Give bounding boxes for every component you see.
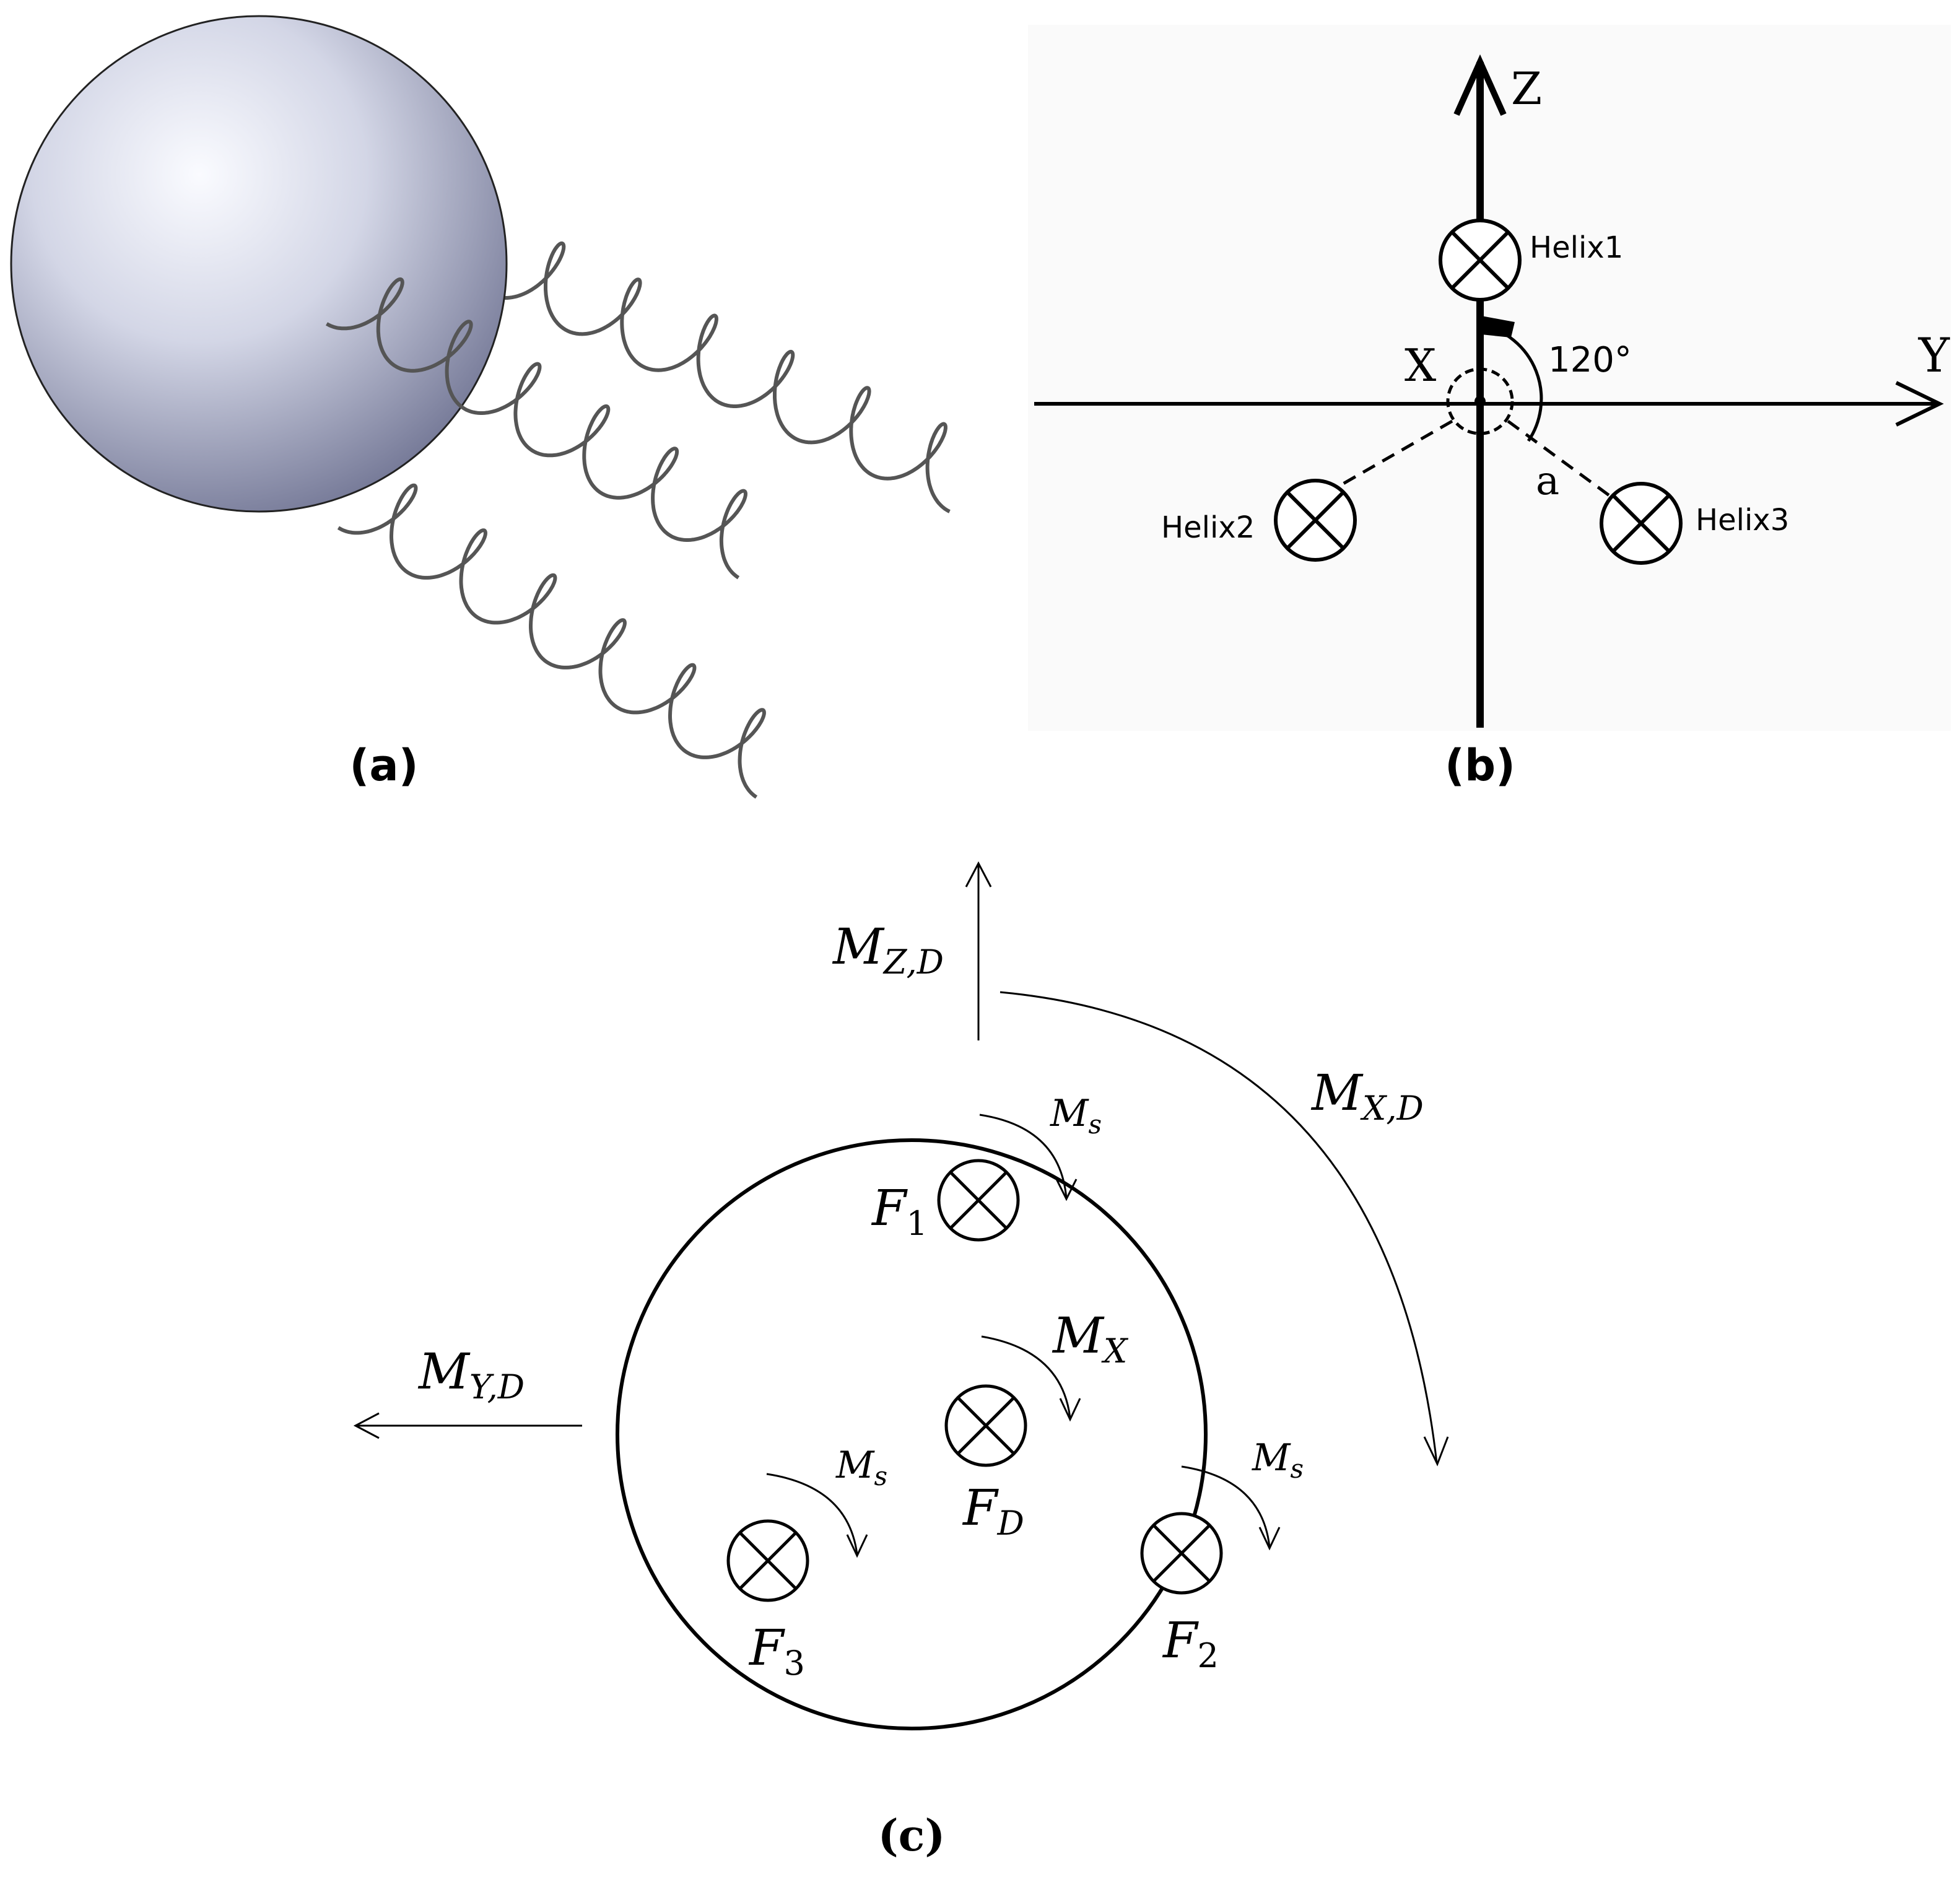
sphere <box>10 15 508 513</box>
ms-label-2: Ms <box>1252 1436 1304 1484</box>
f1-label: F1 <box>871 1179 928 1243</box>
ms-label-1: Ms <box>1050 1092 1102 1140</box>
ms-arrowhead-3 <box>846 1534 868 1558</box>
helix3-label: Helix3 <box>1696 503 1789 538</box>
ms-arrow-3 <box>766 1473 858 1555</box>
ms-label-3-sub: s <box>874 1461 887 1491</box>
helix3-symbol <box>1600 482 1683 565</box>
panel-b: Y Z X 120° a Helix1 Helix2 <box>1028 25 1951 791</box>
angle-arc-arrowhead <box>1481 316 1515 338</box>
caption-a: (a) <box>349 740 418 791</box>
f2-label-sub: 2 <box>1198 1636 1219 1675</box>
helix-middle <box>325 277 747 580</box>
panel-b-background <box>1028 25 1951 731</box>
helix-group-front <box>325 277 766 799</box>
ms-label-1-sub: s <box>1088 1109 1102 1140</box>
caption-c: (c) <box>878 1810 946 1861</box>
f3-symbol <box>726 1519 809 1602</box>
myd-label: MY,D <box>417 1343 525 1406</box>
f1-symbol <box>937 1159 1020 1242</box>
y-axis-label: Y <box>1918 328 1950 383</box>
mx-label: MX <box>1052 1307 1129 1371</box>
myd-arrowhead <box>353 1412 380 1439</box>
ms-arrowhead-2 <box>1258 1527 1281 1551</box>
mx-arrowhead <box>1059 1398 1081 1422</box>
f2-label: F2 <box>1162 1611 1219 1675</box>
mx-label-sub: X <box>1101 1332 1129 1371</box>
y-axis-arrowhead <box>1895 381 1944 427</box>
f3-label: F3 <box>748 1619 805 1683</box>
mzd-arrowhead <box>965 861 992 887</box>
panel-c: MZ,D MX,D MY,D F1 Ms FD MX <box>353 861 1449 1861</box>
helix2-label: Helix2 <box>1161 510 1255 545</box>
mzd-label-sub: Z,D <box>882 943 944 982</box>
helix1-label: Helix1 <box>1530 230 1623 265</box>
mzd-label: MZ,D <box>832 918 944 982</box>
fd-label-sub: D <box>997 1504 1024 1543</box>
caption-b: (b) <box>1445 740 1515 791</box>
fd-symbol <box>944 1384 1027 1467</box>
fd-label: FD <box>962 1479 1024 1543</box>
f1-label-sub: 1 <box>907 1204 928 1243</box>
ms-label-2-sub: s <box>1290 1454 1304 1484</box>
a-label: a <box>1536 458 1559 504</box>
angle-label: 120° <box>1548 340 1632 380</box>
helix-bottom <box>337 483 766 799</box>
myd-label-sub: Y,D <box>469 1367 525 1406</box>
mx-arrow <box>981 1335 1071 1419</box>
mxd-arrowhead <box>1423 1436 1449 1467</box>
x-axis-dot-circle <box>1446 367 1514 435</box>
helix1-symbol <box>1439 219 1522 302</box>
mxd-label-sub: X,D <box>1360 1089 1424 1128</box>
ms-arrow-2 <box>1181 1465 1271 1548</box>
panel-a: (a) <box>10 15 951 799</box>
helix2-symbol <box>1274 479 1357 562</box>
body-circle <box>616 1138 1208 1730</box>
helix-group-back <box>490 241 951 513</box>
f2-symbol <box>1140 1512 1223 1595</box>
mxd-label: MX,D <box>1310 1064 1424 1128</box>
x-axis-label: X <box>1405 339 1436 391</box>
ms-label-3: Ms <box>835 1444 887 1491</box>
mxd-arc <box>1000 991 1438 1463</box>
z-axis-label: Z <box>1511 63 1542 115</box>
dashed-line-helix3 <box>1507 419 1621 505</box>
z-axis-arrowhead <box>1453 54 1507 116</box>
f3-label-sub: 3 <box>784 1644 805 1683</box>
helix-top <box>490 241 951 513</box>
ms-arrowhead-1 <box>1055 1179 1078 1201</box>
x-axis-dot <box>1474 396 1486 407</box>
ms-arrow-1 <box>979 1114 1068 1199</box>
